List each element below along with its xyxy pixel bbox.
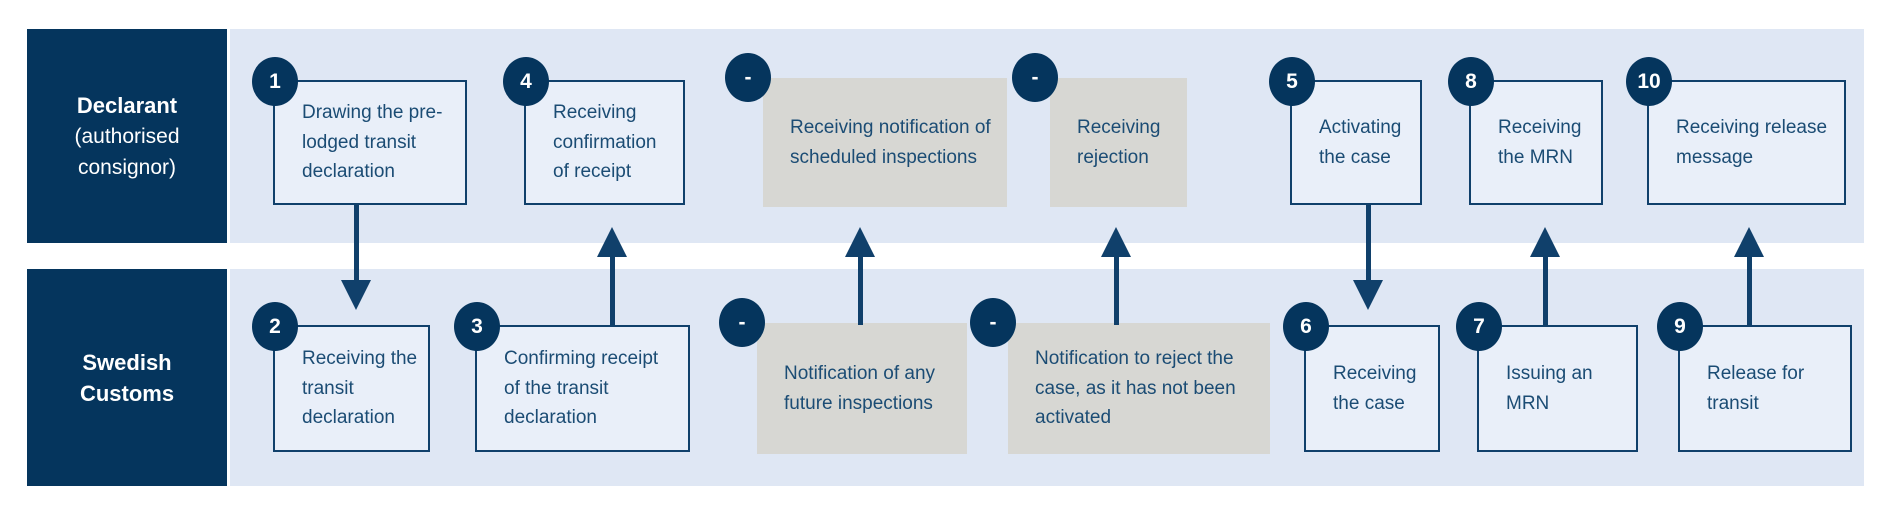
- step-number-badge: 2: [252, 302, 298, 351]
- arrow-head: [1101, 227, 1131, 257]
- arrow-shaft: [609, 257, 615, 325]
- arrow-shaft: [353, 205, 359, 280]
- step-label: Receiving confirmation of receipt: [553, 102, 657, 183]
- lane-title: Swedish Customs: [79, 349, 175, 406]
- step-label: Release for transit: [1707, 363, 1805, 414]
- arrow-shaft: [1113, 257, 1119, 325]
- step-number-badge: 4: [503, 57, 549, 106]
- step-number-badge: 8: [1448, 57, 1494, 106]
- step-label: Activating the case: [1319, 117, 1402, 168]
- step-number-badge: 7: [1456, 302, 1502, 351]
- step-number-badge: 3: [454, 302, 500, 351]
- lane-header-customs: Swedish Customs: [27, 269, 227, 486]
- arrow-inspections-notification: [845, 227, 875, 325]
- step-4-receiving-confirmation: 4 Receiving confirmation of receipt: [503, 57, 685, 205]
- step-muted-receiving-rejection: - Receiving rejection: [1012, 53, 1187, 207]
- arrow-shaft: [1746, 257, 1752, 325]
- lane-subtitle: (authorised consignor): [74, 124, 180, 179]
- step-label: Notification to reject the case, as it h…: [1035, 348, 1236, 429]
- arrow-head: [341, 280, 371, 310]
- step-number-badge: -: [725, 53, 771, 102]
- step-muted-notification-reject-case: - Notification to reject the case, as it…: [970, 298, 1270, 454]
- step-label: Receiving the case: [1333, 363, 1417, 414]
- arrow-head: [845, 227, 875, 257]
- arrow-head: [1353, 280, 1383, 310]
- step-muted-notification-future-inspections: - Notification of any future inspections: [719, 298, 967, 454]
- step-1-drawing-pre-lodged-declaration: 1 Drawing the pre-lodged transit declara…: [252, 57, 467, 205]
- step-label: Receiving the transit declaration: [302, 348, 418, 429]
- step-9-release-for-transit: 9 Release for transit: [1657, 302, 1852, 452]
- step-number-badge: 10: [1626, 57, 1672, 106]
- step-number-badge: 1: [252, 57, 298, 106]
- step-label: Receiving release message: [1676, 117, 1828, 168]
- step-label: Confirming receipt of the transit declar…: [504, 348, 659, 429]
- step-number-badge: -: [1012, 53, 1058, 102]
- step-5-activating-case: 5 Activating the case: [1269, 57, 1422, 205]
- arrow-shaft: [857, 257, 863, 325]
- arrow-head: [1734, 227, 1764, 257]
- step-label: Receiving rejection: [1077, 117, 1161, 168]
- step-3-confirming-receipt: 3 Confirming receipt of the transit decl…: [454, 302, 690, 452]
- step-7-issuing-mrn: 7 Issuing an MRN: [1456, 302, 1638, 452]
- arrow-step9-to-step10: [1734, 227, 1764, 325]
- arrow-shaft: [1365, 205, 1371, 280]
- lane-title: Declarant: [76, 92, 178, 118]
- step-muted-receiving-notification-inspections: - Receiving notification of scheduled in…: [725, 53, 1007, 207]
- step-8-receiving-mrn: 8 Receiving the MRN: [1448, 57, 1603, 205]
- step-label: Drawing the pre-lodged transit declarati…: [302, 102, 443, 183]
- step-number-badge: 5: [1269, 57, 1315, 106]
- step-2-receiving-transit-declaration: 2 Receiving the transit declaration: [252, 302, 430, 452]
- step-number-badge: 6: [1283, 302, 1329, 351]
- step-label: Receiving notification of scheduled insp…: [790, 117, 991, 168]
- arrow-step1-to-step2: [341, 205, 371, 310]
- step-label: Issuing an MRN: [1506, 363, 1593, 414]
- arrow-step5-to-step6: [1353, 205, 1383, 310]
- step-6-receiving-case: 6 Receiving the case: [1283, 302, 1440, 452]
- arrow-step3-to-step4: [597, 227, 627, 325]
- step-number-badge: -: [970, 298, 1016, 347]
- arrow-head: [1530, 227, 1560, 257]
- arrow-step7-to-step8: [1530, 227, 1560, 325]
- step-number-badge: 9: [1657, 302, 1703, 351]
- arrow-shaft: [1542, 257, 1548, 325]
- step-10-receiving-release-message: 10 Receiving release message: [1626, 57, 1846, 205]
- step-label: Notification of any future inspections: [784, 363, 936, 414]
- arrow-head: [597, 227, 627, 257]
- step-label: Receiving the MRN: [1498, 117, 1582, 168]
- step-number-badge: -: [719, 298, 765, 347]
- arrow-rejection-notification: [1101, 227, 1131, 325]
- lane-header-declarant: Declarant (authorised consignor): [27, 29, 227, 243]
